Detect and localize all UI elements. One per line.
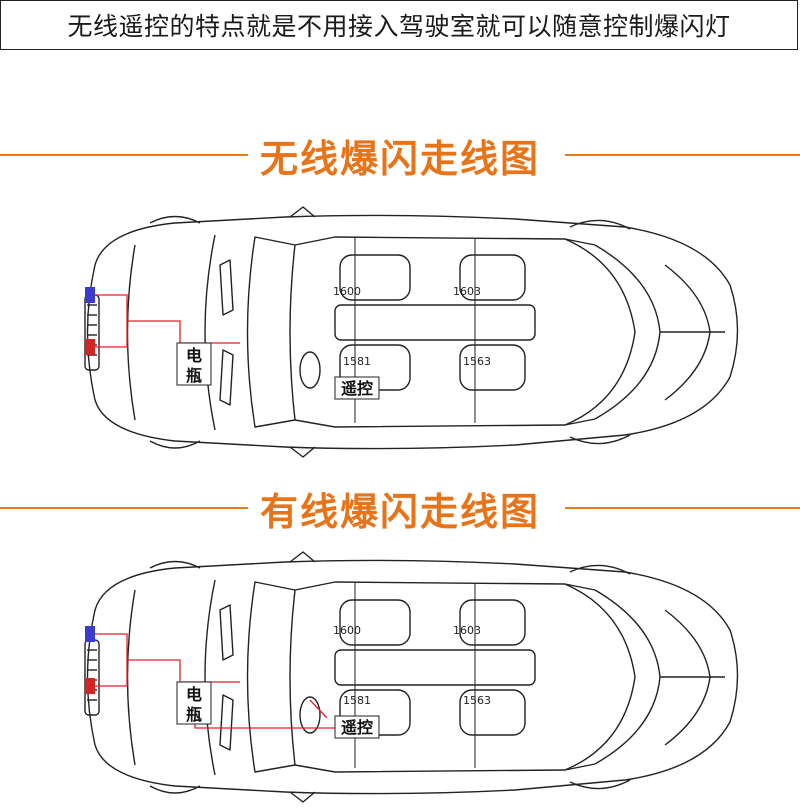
rear-seat-right bbox=[459, 344, 526, 391]
car-diagram-wired: 1600 1603 1581 1563 电 瓶 遥控 bbox=[65, 550, 755, 805]
title-rule-left bbox=[0, 154, 248, 156]
measurement-label: 1600 bbox=[333, 624, 361, 637]
windshield bbox=[246, 581, 296, 773]
title-rule-left bbox=[0, 507, 248, 509]
front-seat-left bbox=[339, 254, 411, 301]
steering-wheel bbox=[299, 351, 321, 389]
remote-label: 遥控 bbox=[341, 718, 373, 737]
battery-label-line1: 电 bbox=[186, 346, 202, 365]
rear-seat-left bbox=[459, 254, 526, 301]
caption-banner: 无线遥控的特点就是不用接入驾驶室就可以随意控制爆闪灯 bbox=[0, 0, 798, 50]
caption-text: 无线遥控的特点就是不用接入驾驶室就可以随意控制爆闪灯 bbox=[67, 12, 731, 41]
remote-label: 遥控 bbox=[341, 379, 373, 398]
car-body-outline bbox=[86, 214, 739, 450]
battery-label-line2: 瓶 bbox=[186, 705, 202, 724]
wiring-lines bbox=[95, 294, 240, 348]
wiring-lines bbox=[95, 633, 335, 729]
section-title-wireless: 无线爆闪走线图 bbox=[0, 130, 800, 181]
measurement-label: 1603 bbox=[453, 285, 481, 298]
rear-seat-right bbox=[459, 689, 526, 736]
measurement-label: 1603 bbox=[453, 624, 481, 637]
car-diagram-wireless: 1600 1603 1581 1563 电 瓶 遥控 bbox=[65, 205, 755, 460]
section-title-wired: 有线爆闪走线图 bbox=[0, 483, 800, 534]
strobe-light-red bbox=[85, 339, 95, 355]
car-wiring-diagram: 1600 1603 1581 1563 电 瓶 遥控 bbox=[84, 551, 739, 803]
title-rule-right bbox=[565, 154, 800, 156]
measurement-label: 1581 bbox=[343, 355, 371, 368]
battery-label-line1: 电 bbox=[186, 685, 202, 704]
measurement-label: 1581 bbox=[343, 694, 371, 707]
rear-seat-left bbox=[459, 599, 526, 646]
strobe-light-blue bbox=[85, 287, 95, 303]
measurement-label: 1600 bbox=[333, 285, 361, 298]
windshield bbox=[246, 236, 296, 428]
section-title-text: 有线爆闪走线图 bbox=[259, 489, 540, 534]
side-mirror-left bbox=[289, 206, 316, 218]
car-body-outline bbox=[86, 559, 739, 795]
rear-window bbox=[564, 238, 636, 426]
measurement-label: 1563 bbox=[463, 355, 491, 368]
section-title-text: 无线爆闪走线图 bbox=[259, 136, 540, 181]
measurement-label: 1563 bbox=[463, 694, 491, 707]
car-wiring-diagram: 1600 1603 1581 1563 电 瓶 遥控 bbox=[84, 206, 739, 458]
steering-wheel bbox=[299, 696, 321, 734]
strobe-light-blue bbox=[85, 626, 95, 642]
front-seat-left bbox=[339, 599, 411, 646]
strobe-light-red bbox=[85, 678, 95, 694]
side-mirror-left bbox=[289, 551, 316, 563]
battery-label-line2: 瓶 bbox=[186, 366, 202, 385]
side-mirror-right bbox=[289, 446, 316, 458]
rear-window bbox=[564, 583, 636, 771]
title-rule-right bbox=[565, 507, 800, 509]
